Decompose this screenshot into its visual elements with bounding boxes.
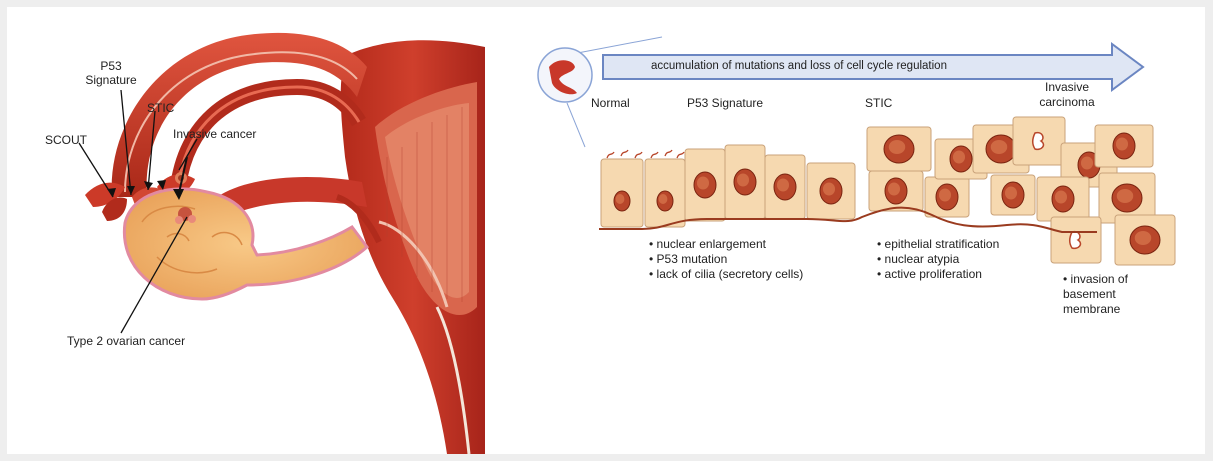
- cell-nucleus: [1002, 182, 1024, 208]
- cell-nucleus: [1112, 184, 1142, 212]
- cell-nucleus: [1078, 152, 1100, 178]
- p53-signature-label: P53 Signature: [81, 59, 141, 87]
- nucleus-highlight: [823, 183, 835, 196]
- features-group-3: • invasion of basement membrane: [1063, 272, 1143, 317]
- type2-ovarian-cancer-label: Type 2 ovarian cancer: [67, 334, 185, 348]
- cell-nucleus: [820, 178, 842, 204]
- epithelial-cell: [1061, 143, 1117, 187]
- cell-nucleus: [694, 172, 716, 198]
- nucleus-highlight: [939, 189, 951, 202]
- nucleus-highlight: [1116, 138, 1128, 151]
- cell-nucleus: [885, 178, 907, 204]
- epithelial-cell: [925, 177, 969, 217]
- nucleus-highlight: [697, 177, 709, 190]
- nucleus-highlight: [616, 194, 625, 204]
- cilia: [607, 152, 614, 158]
- nucleus-highlight: [1081, 157, 1093, 170]
- cell-nucleus: [1033, 133, 1044, 150]
- feature-item: • epithelial stratification: [877, 237, 999, 252]
- cell-nucleus: [1113, 133, 1135, 159]
- magnifier-callout: [538, 37, 662, 147]
- nucleus-highlight: [1135, 231, 1152, 245]
- cell-nucleus: [657, 191, 673, 211]
- cell-nucleus: [734, 169, 756, 195]
- cell-nucleus: [936, 184, 958, 210]
- cell-nucleus: [986, 135, 1016, 163]
- epithelial-cell: [807, 163, 855, 219]
- feature-item: • lack of cilia (secretory cells): [649, 267, 803, 282]
- stage-stic-label: STIC: [865, 96, 892, 110]
- arrow-text: accumulation of mutations and loss of ce…: [651, 60, 947, 72]
- cell-nucleus: [614, 191, 630, 211]
- epithelial-cell: [601, 159, 643, 227]
- nucleus-highlight: [991, 140, 1008, 154]
- feature-item: • invasion of basement membrane: [1063, 272, 1143, 317]
- nucleus-highlight: [659, 194, 668, 204]
- cilia: [677, 152, 684, 158]
- stage-invasive-carcinoma-label: Invasive carcinoma: [1017, 80, 1117, 110]
- feature-item: • nuclear atypia: [877, 252, 999, 267]
- nucleus-highlight: [888, 183, 900, 196]
- epithelial-cell: [1013, 117, 1065, 165]
- nucleus-highlight: [1005, 187, 1017, 200]
- nucleus-highlight: [953, 151, 965, 164]
- epithelial-cell: [867, 127, 931, 171]
- cell-nucleus: [1070, 232, 1081, 249]
- epithelial-cell: [765, 155, 805, 219]
- cilia: [621, 150, 628, 156]
- epithelial-cell: [1095, 125, 1153, 167]
- nucleus-highlight: [1055, 191, 1067, 204]
- feature-item: • active proliferation: [877, 267, 999, 282]
- cell-nucleus: [950, 146, 972, 172]
- epithelial-cell: [1099, 173, 1155, 223]
- cilia: [665, 150, 672, 156]
- nucleus-highlight: [737, 174, 749, 187]
- cell-nucleus: [1052, 186, 1074, 212]
- cilia: [651, 152, 658, 158]
- stic-label: STIC: [147, 101, 174, 115]
- feature-item: • P53 mutation: [649, 252, 803, 267]
- figure-panel: P53 Signature STIC SCOUT Invasive cancer…: [7, 7, 1205, 454]
- cell-nucleus: [884, 135, 914, 163]
- epithelial-cell: [1051, 217, 1101, 263]
- scout-label: SCOUT: [45, 133, 87, 147]
- basement-membrane: [599, 208, 1097, 232]
- epithelial-cell: [935, 139, 987, 179]
- nucleus-highlight: [777, 179, 789, 192]
- epithelial-cell: [1115, 215, 1175, 265]
- features-group-2: • epithelial stratification • nuclear at…: [877, 237, 999, 282]
- invasive-cancer-label: Invasive cancer: [173, 127, 256, 141]
- stage-normal-label: Normal: [591, 96, 630, 110]
- feature-item: • nuclear enlargement: [649, 237, 803, 252]
- epithelial-cell: [869, 171, 923, 211]
- features-group-1: • nuclear enlargement • P53 mutation • l…: [649, 237, 803, 282]
- cilia: [635, 152, 642, 158]
- epithelial-cell: [685, 149, 725, 221]
- nucleus-highlight: [889, 140, 906, 154]
- stage-p53-label: P53 Signature: [687, 96, 763, 110]
- cell-nucleus: [1130, 226, 1160, 254]
- nucleus-highlight: [1117, 189, 1134, 203]
- epithelial-cell: [645, 159, 685, 227]
- cell-nucleus: [774, 174, 796, 200]
- epithelial-cell: [725, 145, 765, 219]
- epithelial-cell: [973, 125, 1029, 173]
- epithelial-cell: [1037, 177, 1089, 221]
- epithelial-cell: [991, 175, 1035, 215]
